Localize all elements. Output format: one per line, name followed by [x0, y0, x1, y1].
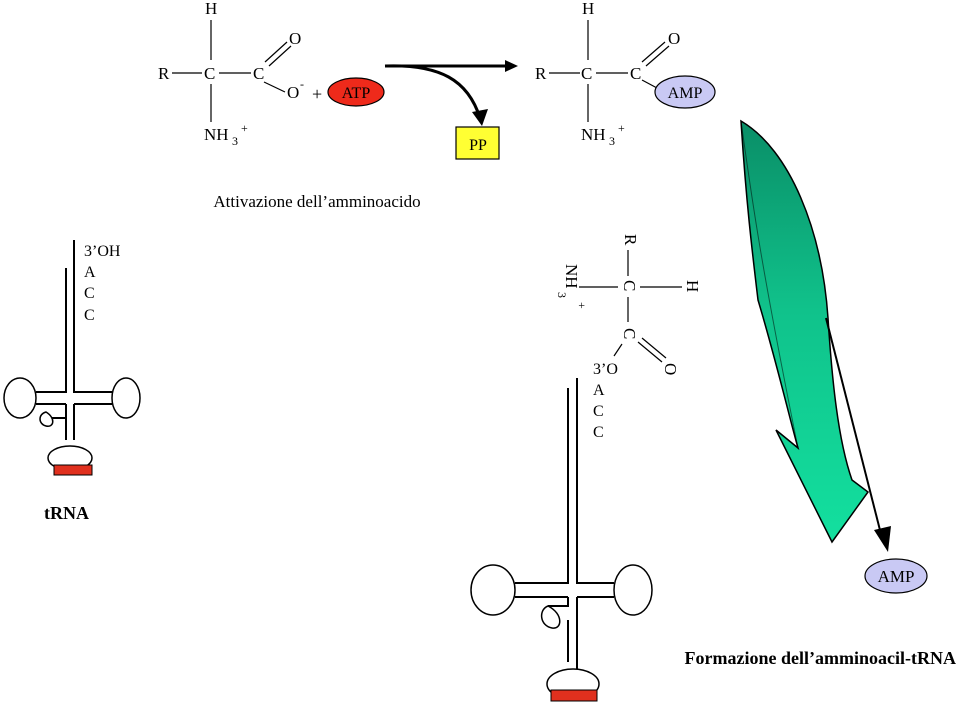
caption-activation: Attivazione dell’amminoacido	[213, 192, 420, 211]
reactant-nh: NH	[204, 125, 229, 144]
atp-node: ATP	[327, 77, 385, 107]
product-c-alpha: C	[581, 64, 592, 83]
trna-left: 3’OH A C C tRNA	[3, 240, 141, 523]
caption-formation: Formazione dell’amminoacil-tRNA	[685, 648, 956, 668]
trna-left-seq-3: C	[84, 307, 95, 324]
trna-right-anticodon	[550, 689, 598, 702]
reactant-r: R	[158, 64, 170, 83]
trna-left-backbone	[36, 240, 112, 440]
aa-nh-plus: +	[575, 302, 589, 309]
trna-left-variable-loop	[39, 411, 54, 427]
trna-left-seq-2: C	[84, 285, 95, 302]
trna-left-t-loop	[111, 377, 141, 419]
pp-rect	[455, 126, 500, 160]
reactant-amino-acid: H R C C O O - NH 3 +	[158, 0, 304, 148]
amp-ellipse-right	[864, 558, 928, 594]
atp-ellipse	[327, 77, 385, 107]
trna-right-backbone	[515, 378, 614, 690]
trna-right-seq-2: C	[593, 403, 604, 420]
reaction-arrow	[384, 60, 518, 126]
transfer-arrow	[740, 119, 870, 544]
aa-c-carbonyl: C	[620, 328, 639, 339]
trna-right-seq-1: A	[593, 382, 605, 399]
product-nh-sub3: 3	[609, 134, 615, 148]
transfer-arrow-shape	[740, 119, 870, 544]
trna-right-variable-loop	[540, 605, 561, 629]
amp-node-top: AMP	[654, 75, 716, 109]
aa-nh-sub3: 3	[555, 292, 569, 298]
pp-release-arrow-head	[472, 109, 488, 126]
reactant-c-alpha: C	[204, 64, 215, 83]
atp-label: ATP	[342, 85, 371, 102]
product-r: R	[535, 64, 547, 83]
reactant-c-carboxyl: C	[253, 64, 264, 83]
pp-label: PP	[469, 137, 487, 154]
amp-label-right: AMP	[878, 567, 915, 586]
product-nh-plus: +	[618, 121, 625, 135]
trna-left-label: tRNA	[44, 503, 89, 523]
amp-release-arrow-head	[874, 526, 891, 552]
pp-box: PP	[455, 126, 500, 160]
pp-release-arrow	[384, 64, 482, 119]
trna-right-seq-3: C	[593, 424, 604, 441]
trna-left-d-loop	[3, 377, 37, 419]
aminoacyl-group: R C H NH 3 + C O	[555, 234, 702, 375]
trna-left-seq-1: A	[84, 264, 96, 281]
reactant-o-double: O	[289, 29, 301, 48]
aa-nh: NH	[562, 264, 581, 289]
amp-ellipse-top	[654, 75, 716, 109]
trna-right-d-loop	[470, 564, 516, 616]
amp-label-top: AMP	[668, 85, 703, 102]
reactant-o-minus: O	[287, 83, 299, 102]
trna-right-seq-0: 3’O	[593, 361, 618, 378]
product-o-double: O	[668, 29, 680, 48]
aa-o-double: O	[661, 363, 680, 375]
aa-r: R	[621, 234, 640, 246]
product-c-carboxyl: C	[630, 64, 641, 83]
product-nh: NH	[581, 125, 606, 144]
reactant-minus-charge: -	[300, 77, 304, 91]
amp-node-right: AMP	[864, 558, 928, 594]
trna-left-anticodon	[53, 464, 93, 476]
reactant-h: H	[205, 0, 217, 18]
product-h: H	[582, 0, 594, 18]
trna-right-t-loop	[613, 564, 653, 616]
aa-h: H	[683, 280, 702, 292]
trna-left-seq-0: 3’OH	[84, 243, 121, 260]
plus-sign: +	[312, 84, 322, 104]
trna-right: 3’O A C C	[470, 361, 653, 702]
product-aminoacyl-amp: H R C C O NH 3 +	[535, 0, 680, 148]
amp-release-line	[825, 317, 883, 539]
reactant-nh-plus: +	[241, 121, 248, 135]
reactant-nh-sub3: 3	[232, 134, 238, 148]
aa-c-alpha: C	[620, 280, 639, 291]
reaction-arrow-head	[505, 60, 518, 72]
